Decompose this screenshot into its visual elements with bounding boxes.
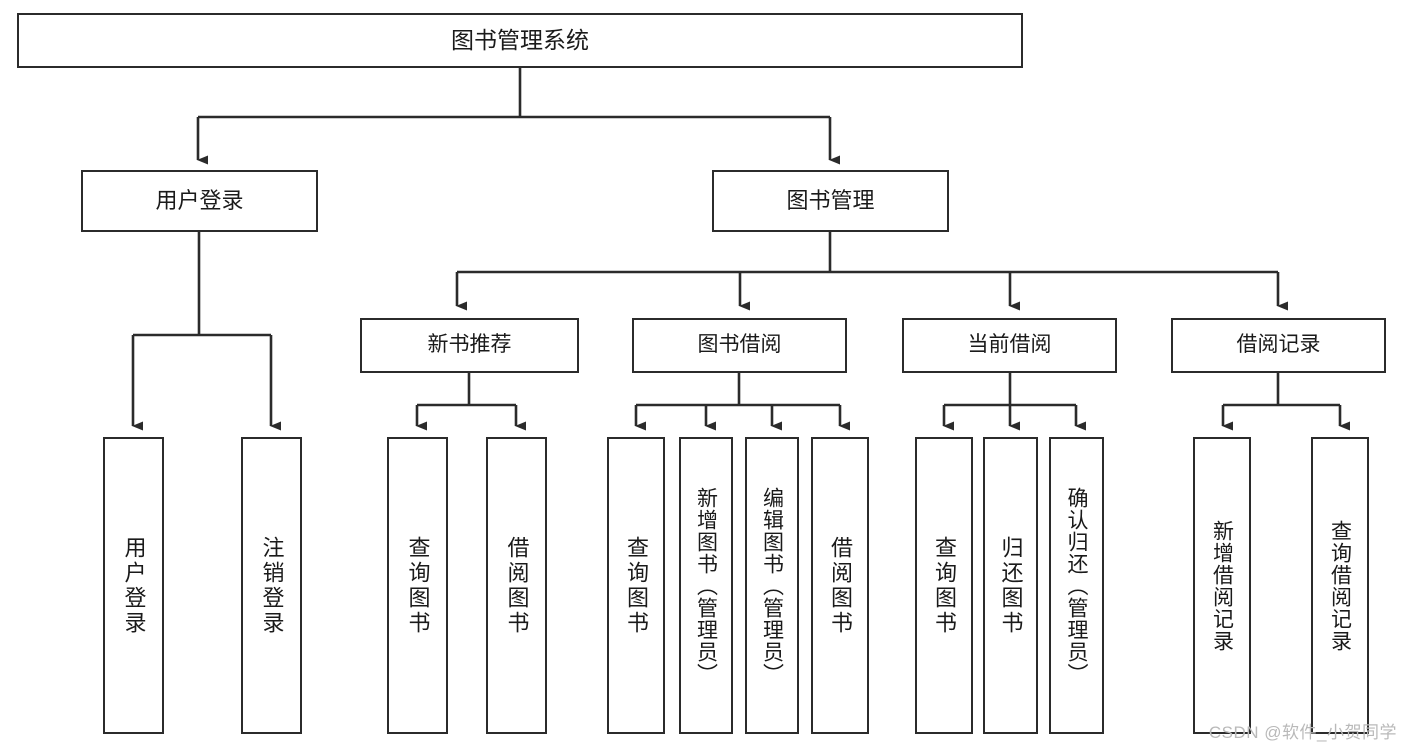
node-leaf-borrow-book-2[interactable]: 借阅图书 bbox=[811, 437, 869, 734]
node-borrow-record[interactable]: 借阅记录 bbox=[1171, 318, 1386, 373]
node-book-borrow[interactable]: 图书借阅 bbox=[632, 318, 847, 373]
node-label: 归还图书 bbox=[998, 535, 1024, 636]
node-leaf-query-book-2[interactable]: 查询图书 bbox=[607, 437, 665, 734]
node-book-management[interactable]: 图书管理 bbox=[712, 170, 949, 232]
node-label: 用户登录 bbox=[155, 188, 244, 214]
node-leaf-query-borrow-record[interactable]: 查询借阅记录 bbox=[1311, 437, 1369, 734]
node-label: 查询图书 bbox=[624, 535, 649, 636]
node-leaf-user-login[interactable]: 用户登录 bbox=[103, 437, 164, 734]
node-leaf-borrow-book-1[interactable]: 借阅图书 bbox=[486, 437, 547, 734]
node-label: 新书推荐 bbox=[427, 333, 512, 357]
csdn-watermark: CSDN @软件_小贺同学 bbox=[1208, 723, 1397, 742]
node-leaf-edit-book-admin[interactable]: 编辑图书（管理员） bbox=[745, 437, 799, 734]
node-label: 图书借阅 bbox=[697, 333, 782, 357]
node-leaf-return-book[interactable]: 归还图书 bbox=[983, 437, 1038, 734]
node-label: 查询借阅记录 bbox=[1328, 519, 1352, 652]
node-leaf-query-book-3[interactable]: 查询图书 bbox=[915, 437, 973, 734]
node-leaf-logout-login[interactable]: 注销登录 bbox=[241, 437, 302, 734]
node-label: 借阅图书 bbox=[504, 535, 530, 636]
node-user-login[interactable]: 用户登录 bbox=[81, 170, 318, 232]
node-current-borrow[interactable]: 当前借阅 bbox=[902, 318, 1117, 373]
node-leaf-confirm-return-admin[interactable]: 确认归还（管理员） bbox=[1049, 437, 1104, 734]
node-label: 查询图书 bbox=[932, 535, 957, 636]
node-label: 新增借阅记录 bbox=[1210, 519, 1234, 652]
node-label: 编辑图书（管理员） bbox=[760, 486, 784, 685]
node-leaf-add-book-admin[interactable]: 新增图书（管理员） bbox=[679, 437, 733, 734]
node-label: 注销登录 bbox=[259, 535, 285, 636]
node-label: 借阅图书 bbox=[828, 535, 853, 636]
node-label: 借阅记录 bbox=[1236, 333, 1321, 357]
node-label: 图书管理 bbox=[786, 188, 875, 214]
node-label: 确认归还（管理员） bbox=[1065, 486, 1088, 685]
node-label: 用户登录 bbox=[121, 535, 147, 636]
node-new-book-recommend[interactable]: 新书推荐 bbox=[360, 318, 579, 373]
node-label: 当前借阅 bbox=[967, 333, 1052, 357]
node-leaf-add-borrow-record[interactable]: 新增借阅记录 bbox=[1193, 437, 1251, 734]
node-label: 查询图书 bbox=[405, 535, 431, 636]
node-book-management-system[interactable]: 图书管理系统 bbox=[17, 13, 1023, 68]
node-leaf-query-book-1[interactable]: 查询图书 bbox=[387, 437, 448, 734]
node-label: 图书管理系统 bbox=[451, 26, 589, 53]
node-label: 新增图书（管理员） bbox=[694, 486, 718, 685]
